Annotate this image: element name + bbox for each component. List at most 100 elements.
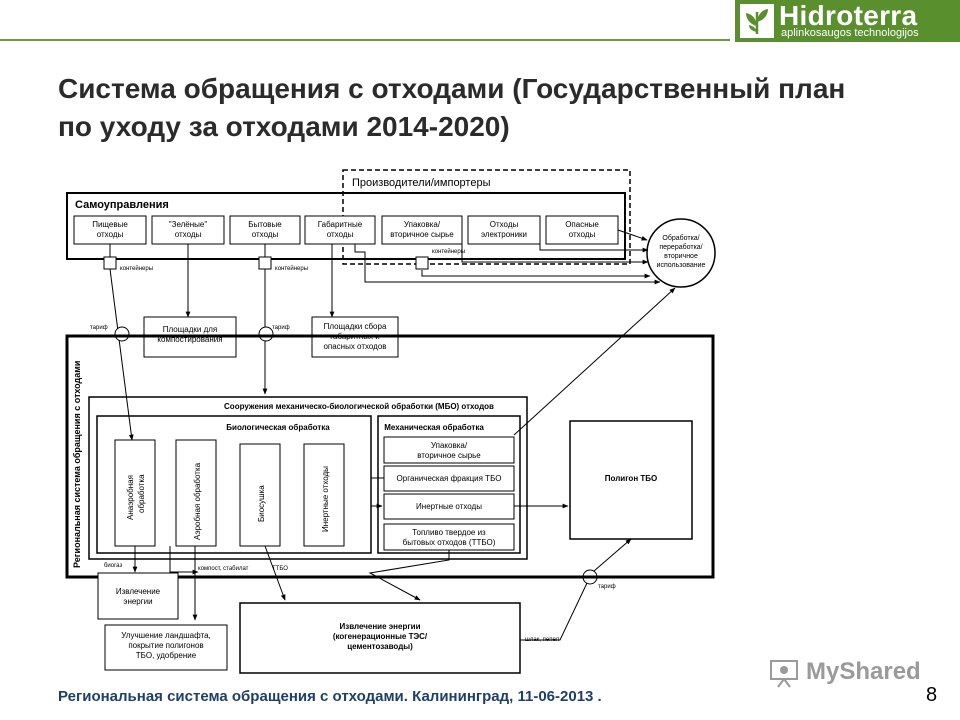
bulky-label: опасных отходов [323,342,386,351]
bio-item-label: Аэробная обработка [193,462,202,540]
mech-organic-box [383,465,515,492]
waste-label: Бытовые [248,220,282,229]
composting-label: компостирования [157,335,222,344]
bio-item-label: Анаэробная [126,475,135,520]
mech-item-label: вторичное сырье [417,451,481,460]
regional-system-box [65,334,715,579]
waste-label: отходы [252,230,279,239]
ttbo-label: ТТБО [272,566,288,572]
watermark-text: MyShared [806,658,921,685]
slag-label: шлак, пепел [525,637,560,643]
municipal-label: Самоуправления [75,199,169,211]
waste-label: "Зелёные" [169,220,208,229]
brand-name: Hidroterra [779,0,918,31]
container-label: контейнеры [275,265,308,272]
waste-box-household [229,215,301,245]
energy-small-label: Извлечение [116,587,161,596]
tariff-icon [258,326,274,342]
waste-label: электроники [481,230,527,239]
bio-label: Биологическая обработка [226,423,330,432]
energy-big-label: цементозаводы) [347,642,413,651]
mech-ttbo-box [383,523,515,551]
bio-anaerobic-box [114,439,156,547]
producers-label: Производители/импортеры [352,177,491,189]
footer-text: Региональная система обращения с отходам… [58,688,602,705]
waste-label: Упаковка/ [404,220,441,229]
bio-drying-box [239,443,281,547]
waste-label: отходы [97,230,124,239]
container-icon [258,256,272,270]
container-icon [415,256,429,270]
energy-big-label: (когенерационные ТЭС/ [333,632,428,641]
landscape-label: Улучшение ландшафта, [121,631,211,640]
energy-small-label: энергии [123,597,152,606]
landfill-box [569,420,693,540]
landscape-box [104,624,228,671]
waste-label: Опасные [565,220,599,229]
bio-item-label: Биосушка [257,485,266,522]
tariff-icon [114,326,130,342]
regional-system-label: Региональная система обращения с отходам… [72,361,82,568]
waste-label: отходы [175,230,202,239]
mech-item-label: Упаковка/ [431,441,468,450]
bio-aerobic-box [175,439,217,547]
composting-label: Площадки для [163,325,218,334]
waste-label: отходы [327,230,354,239]
recycling-label: вторичное [664,253,698,260]
container-label: контейнеры [432,248,465,255]
recycling-label: Обработка/ [662,234,699,242]
compost-label: компост, стабилат [198,566,249,572]
waste-label: Пищевые [92,220,128,229]
mech-label: Механическая обработка [384,423,484,432]
tariff-label: тариф [90,325,108,331]
mech-item-label: бытовых отходов (ТТБО) [403,538,496,547]
energy-big-label: Извлечение энергии [339,622,420,631]
landscape-label: ТБО, удобрение [136,651,197,660]
mech-item-label: Органическая фракция ТБО [397,474,502,483]
waste-box-bulky [304,215,376,245]
waste-label: отходы [569,230,596,239]
energy-big-box [239,602,521,674]
tariff-label: тариф [598,584,616,590]
container-icon [103,256,117,270]
watermark: MyShared [768,658,928,688]
leaf-icon [739,3,775,39]
landfill-label: Полигон ТБО [605,474,657,483]
waste-box-electronics [467,215,541,245]
waste-label: Отходы [490,220,519,229]
waste-label: Габаритные [318,220,363,229]
bio-box [96,415,372,554]
recycling-circle [646,218,716,288]
presentation-icon [770,660,798,688]
mech-item-label: Инертные отходы [416,502,482,511]
header-divider [0,39,730,41]
landscape-label: покрытие полигонов [128,641,203,650]
brand-logo: Hidroterra aplinkosaugos technologijos [735,0,960,42]
page-title: Система обращения с отходами (Государств… [58,70,938,146]
mech-item-label: Топливо твердое из [412,528,486,537]
waste-label: вторичное сырье [390,230,454,239]
biogas-label: биогаз [104,563,122,569]
waste-types: Пищевые отходы "Зелёные" отходы Бытовые … [73,215,619,245]
mbt-box [88,396,528,560]
tariff-label: тариф [272,325,290,331]
energy-small-box [97,572,179,620]
bio-item-label: Инертные отходы [321,466,330,532]
waste-box-packaging [381,215,463,245]
recycling-label: использование [657,262,706,269]
mech-packaging-box [383,436,515,464]
bio-item-label: обработка [137,474,146,513]
mbt-label: Сооружения механическо-биологической обр… [224,402,494,411]
waste-box-hazardous [545,215,619,245]
waste-box-green [151,215,225,245]
title-line-2: по уходу за отходами 2014-2020) [58,111,510,142]
bulky-label: Площадки сбора [324,322,387,331]
bio-inert-box [303,443,345,547]
recycling-label: переработка/ [659,243,702,251]
brand-tagline: aplinkosaugos technologijos [781,27,919,39]
title-line-1: Система обращения с отходами (Государств… [58,73,846,104]
municipal-box [66,192,626,260]
waste-box-food [73,215,147,245]
container-label: контейнеры [120,265,153,272]
